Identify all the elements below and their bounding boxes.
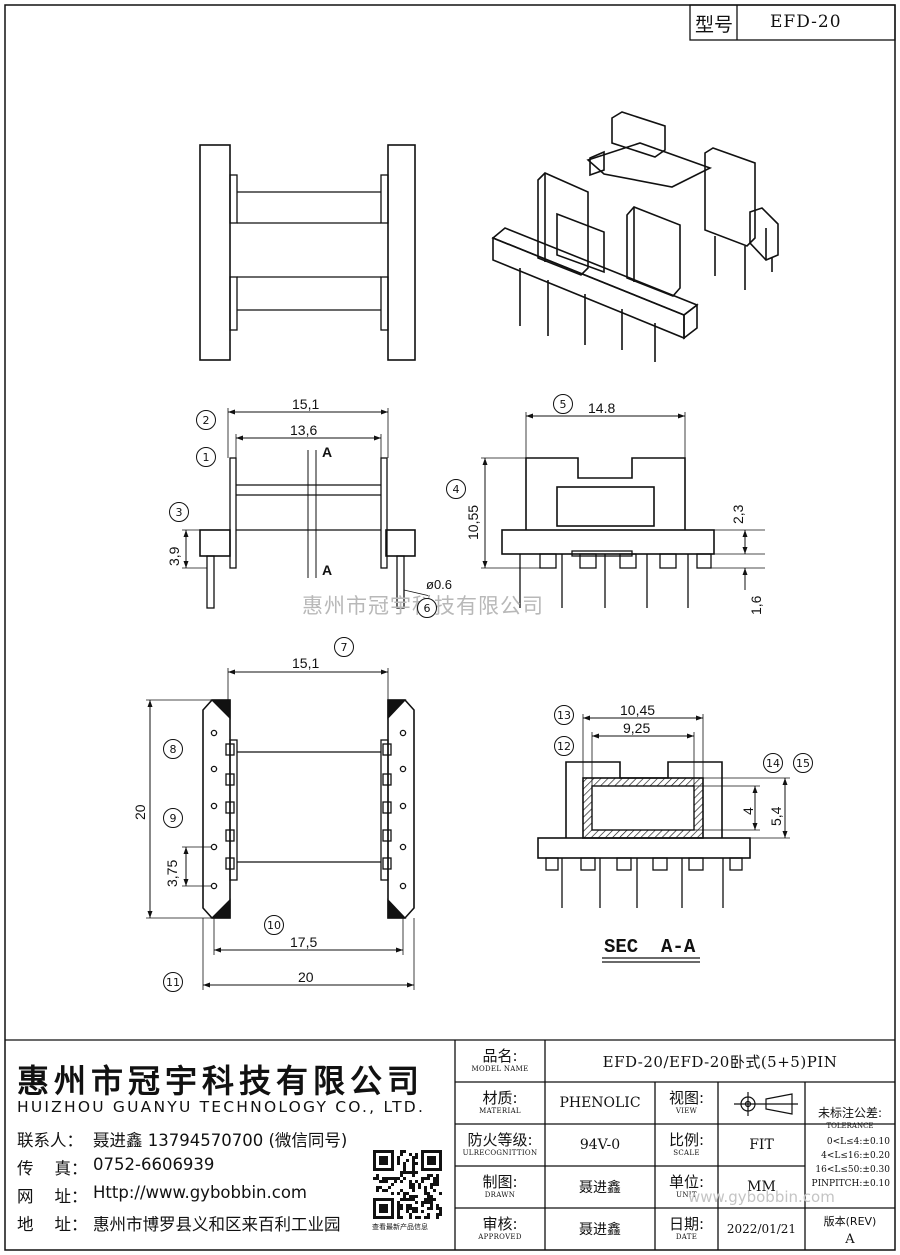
value-drawn: 聂进鑫 — [579, 1180, 621, 1196]
dim-front-width: 14.8 — [588, 400, 616, 416]
dim-sec-h-outer: 5,4 — [768, 806, 784, 826]
plan-view — [199, 144, 416, 361]
callout-15: 15 — [793, 753, 813, 773]
dim-bottom-span-outer: 20 — [298, 969, 314, 985]
front-view — [481, 412, 765, 608]
value-date: 2022/01/21 — [726, 1222, 797, 1236]
callout-9: 9 — [163, 808, 183, 828]
dim-sec-h-inner: 4 — [740, 807, 756, 815]
dim-top-inner: 13,6 — [290, 422, 318, 438]
label-date: 日期:DATE — [668, 1215, 705, 1241]
qr-caption: 查看最新产品信息 — [372, 1223, 428, 1231]
dim-flange-height: 3,9 — [166, 546, 182, 566]
callout-8: 8 — [163, 739, 183, 759]
section-view — [537, 714, 790, 963]
address-label: 地 址： — [17, 1215, 88, 1234]
title-block-grid — [5, 1039, 895, 1250]
callout-4: 4 — [446, 479, 466, 499]
label-model-name: 品名:MODEL NAME — [471, 1047, 529, 1073]
label-drawn: 制图:DRAWN — [482, 1173, 518, 1199]
dim-bottom-height: 20 — [132, 804, 148, 820]
value-scale: FIT — [749, 1137, 774, 1153]
label-material: 材质:MATERIAL — [479, 1089, 521, 1115]
dim-sec-inner: 9,25 — [623, 720, 651, 736]
callout-10: 10 — [264, 915, 284, 935]
callout-3: 3 — [169, 502, 189, 522]
label-approved: 审核:APPROVED — [478, 1215, 522, 1241]
dim-front-slot: 2,3 — [730, 504, 746, 524]
tolerance-block: 未标注公差: TOLERANCE 0<L≤4:±0.10 4<L≤16:±0.2… — [811, 1106, 890, 1189]
value-material: PHENOLIC — [559, 1095, 641, 1111]
value-model-name: EFD-20/EFD-20卧式(5+5)PIN — [602, 1052, 838, 1071]
value-approved: 聂进鑫 — [579, 1222, 621, 1238]
section-mark-bottom: A — [322, 562, 333, 578]
dim-pin-pitch: 3,75 — [164, 859, 180, 887]
address-value: 惠州市博罗县义和区来百利工业园 — [93, 1215, 341, 1234]
company-name-en: HUIZHOU GUANYU TECHNOLOGY CO., LTD. — [17, 1098, 426, 1116]
callout-13: 13 — [554, 705, 574, 725]
callout-14: 14 — [763, 753, 783, 773]
web-link[interactable]: Http://www.gybobbin.com — [93, 1183, 307, 1202]
callout-1: 1 — [196, 447, 216, 467]
contact-value: 聂进鑫 13794570700 (微信同号) — [93, 1131, 348, 1150]
callout-12: 12 — [554, 736, 574, 756]
isometric-view — [491, 111, 779, 362]
model-label: 型号 — [695, 14, 734, 36]
contact-label: 联系人： — [17, 1131, 83, 1150]
dim-top-outer: 15,1 — [292, 396, 320, 412]
callout-2: 2 — [196, 410, 216, 430]
qr-code — [373, 1150, 442, 1219]
dim-bottom-span-inner: 17,5 — [290, 934, 318, 950]
label-view: 视图:VIEW — [668, 1089, 705, 1115]
fax-value: 0752-6606939 — [93, 1155, 215, 1174]
label-scale: 比例:SCALE — [668, 1131, 705, 1157]
bottom-view — [146, 668, 415, 990]
fax-label: 传 真： — [17, 1159, 88, 1178]
dim-bottom-width: 15,1 — [292, 655, 320, 671]
callout-7: 7 — [334, 637, 354, 657]
model-value: EFD-20 — [770, 12, 842, 32]
watermark-url: www.gybobbin.com — [688, 1188, 835, 1206]
label-unit: 单位:UNIT — [668, 1173, 705, 1199]
section-mark-top: A — [322, 444, 333, 460]
section-title: SEC A-A — [604, 936, 696, 958]
dim-front-height: 10,55 — [465, 504, 481, 540]
web-label: 网 址： — [17, 1187, 88, 1206]
value-unit: MM — [747, 1179, 776, 1195]
callout-6: 6 — [417, 598, 437, 618]
revision-block: 版本(REV) A — [823, 1215, 877, 1247]
dim-pin-diameter: ø0.6 — [426, 577, 453, 592]
dim-sec-outer: 10,45 — [620, 702, 656, 718]
callout-5: 5 — [553, 394, 573, 414]
dim-front-pin: 1,6 — [748, 595, 764, 615]
company-name-cn: 惠州市冠宇科技有限公司 — [17, 1062, 425, 1100]
label-fire-rating: 防火等级:ULRECOGNITTION — [462, 1131, 538, 1157]
projection-symbol-icon — [734, 1092, 798, 1116]
value-fire-rating: 94V-0 — [579, 1137, 621, 1153]
side-view — [182, 408, 431, 609]
callout-11: 11 — [163, 972, 183, 992]
